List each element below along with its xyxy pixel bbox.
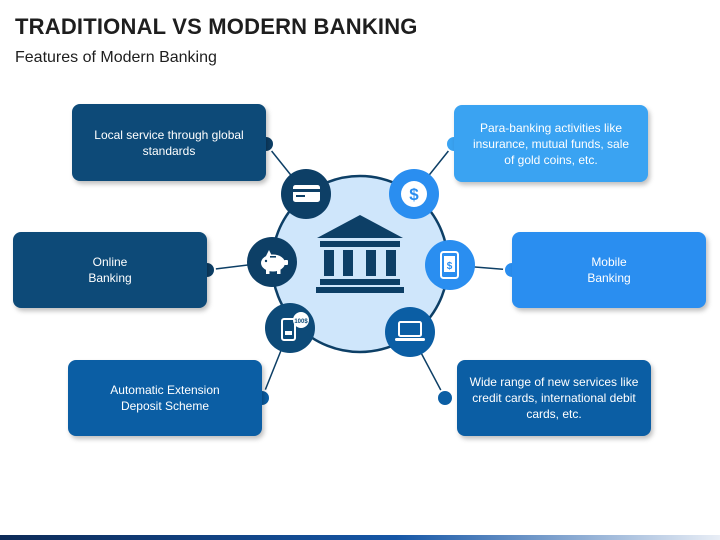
node-dollar: $ [389, 169, 439, 219]
node-mobile: $ [425, 240, 475, 290]
dollar-coin-icon: $ [401, 181, 427, 207]
feature-box-top-left: Local service through global standards [72, 104, 266, 181]
feature-box-mid-right: Mobile Banking [512, 232, 706, 308]
feature-text-bottom-left: Automatic Extension Deposit Scheme [110, 383, 220, 413]
svg-text:$: $ [409, 185, 419, 204]
mobile-payment-icon: $ [440, 251, 459, 279]
feature-box-mid-left: Online Banking [13, 232, 207, 308]
bank-building-icon [316, 215, 404, 293]
node-credit-card [281, 169, 331, 219]
feature-box-bottom-left: Automatic Extension Deposit Scheme [68, 360, 262, 436]
feature-text-bottom-right: Wide range of new services like credit c… [469, 375, 639, 421]
credit-card-icon [293, 185, 320, 202]
feature-text-top-left: Local service through global standards [94, 127, 244, 158]
dot-bottom-right [436, 389, 454, 407]
page-title: TRADITIONAL VS MODERN BANKING [15, 14, 418, 39]
feature-text-top-right: Para-banking activities like insurance, … [472, 120, 630, 167]
node-piggy-bank [247, 237, 297, 287]
laptop-icon [395, 321, 425, 341]
phone-deposit-icon: 100$ [281, 312, 309, 341]
node-laptop [385, 307, 435, 357]
node-deposit: 100$ [265, 303, 315, 353]
footer-gradient-bar [0, 535, 720, 540]
piggy-bank-icon [261, 250, 288, 274]
deposit-badge-label: 100$ [294, 319, 308, 325]
feature-text-mid-right: Mobile Banking [587, 255, 631, 285]
feature-box-bottom-right: Wide range of new services like credit c… [457, 360, 651, 436]
feature-text-mid-left: Online Banking [88, 255, 132, 285]
page-subtitle: Features of Modern Banking [15, 49, 217, 66]
svg-text:$: $ [447, 261, 453, 272]
feature-box-top-right: Para-banking activities like insurance, … [454, 105, 648, 182]
